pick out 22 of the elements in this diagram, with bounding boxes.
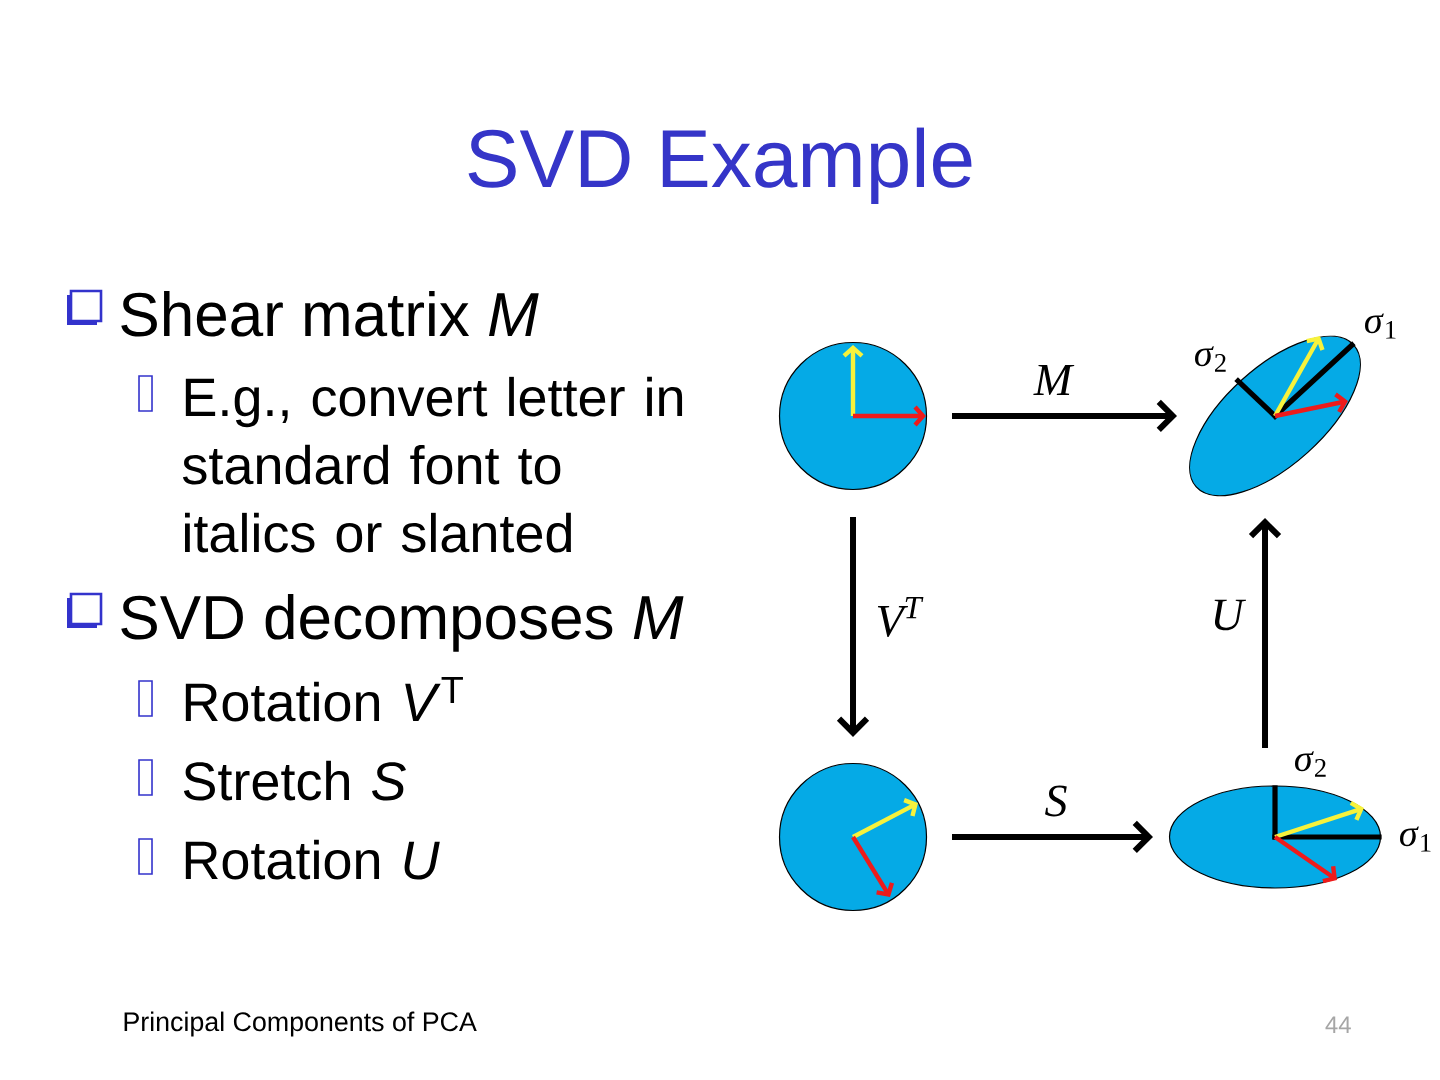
footer-text: Principal Components of PCA bbox=[124, 1011, 477, 1037]
slide-title: SVD Example bbox=[468, 127, 972, 204]
edge-label: M bbox=[1033, 364, 1075, 396]
axis-label: σ$_{2}$ bbox=[1195, 346, 1226, 372]
axis-label: σ$_{1}$ bbox=[1365, 313, 1396, 339]
bullet-text: Rotation U bbox=[185, 839, 440, 880]
axis-label: σ$_{2}$ bbox=[1295, 751, 1326, 777]
bullet-text: E.g., convert letter in standard font to italics or slanted bbox=[182, 376, 683, 553]
bullet-text: Rotation V$^{T}$ bbox=[185, 676, 463, 722]
arrow bbox=[1248, 518, 1282, 748]
edge-label: U bbox=[1214, 599, 1247, 631]
arrow bbox=[952, 399, 1177, 433]
bullet-text: Shear matrix M bbox=[121, 291, 539, 337]
bullet-text: Stretch S bbox=[183, 760, 406, 801]
circle bbox=[778, 341, 928, 491]
edge-label: V$^{T}$ bbox=[877, 597, 924, 637]
circle bbox=[778, 762, 928, 912]
bullet-text: SVD decomposes M bbox=[121, 594, 684, 652]
arrow bbox=[952, 820, 1153, 854]
edge-label: S bbox=[1045, 785, 1067, 817]
axis-label: σ$_{1}$ bbox=[1400, 826, 1431, 852]
page-number: 44 bbox=[1325, 1016, 1351, 1033]
